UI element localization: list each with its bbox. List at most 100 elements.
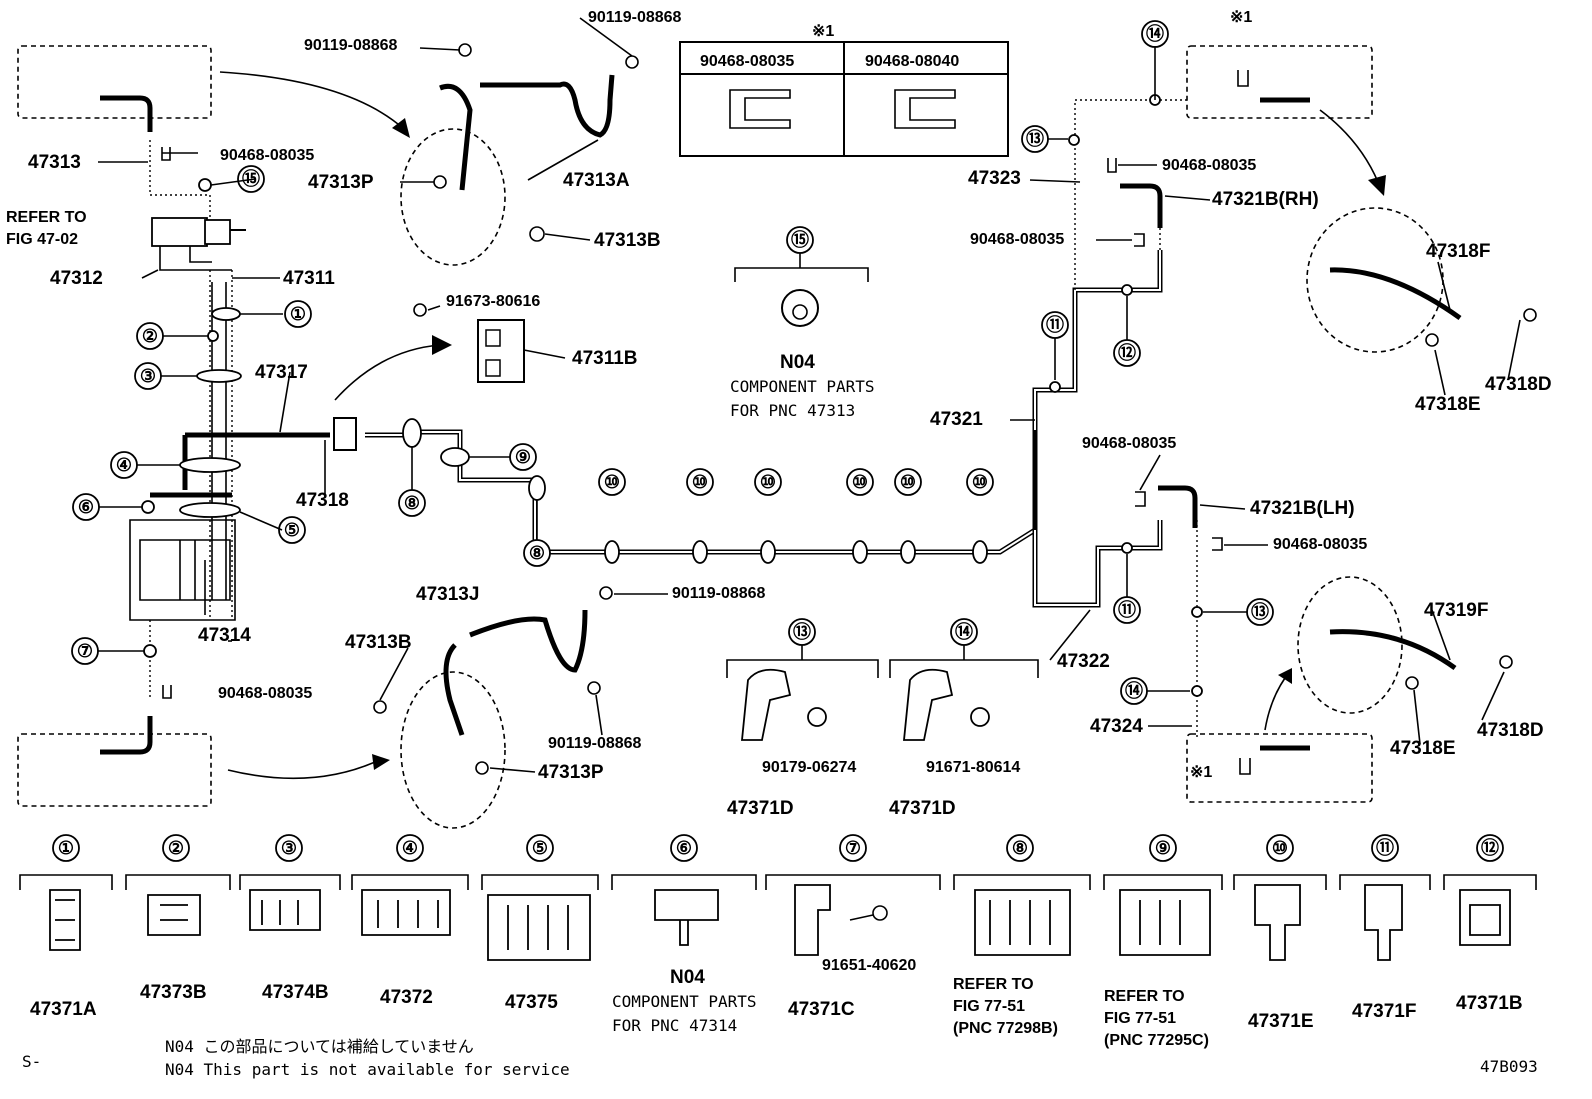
callout-c3: ③ xyxy=(134,362,162,390)
clamp-14b xyxy=(1191,685,1203,697)
bottom-part-7: ⑦ xyxy=(839,834,867,862)
fig-77-51-9: FIG 77-51 xyxy=(1104,1010,1176,1027)
flex-hose-47313J-b xyxy=(469,609,588,673)
arrow-bottom-left xyxy=(227,761,376,780)
n04-line1-15: COMPONENT PARTS xyxy=(730,377,875,396)
svg-text:⑩: ⑩ xyxy=(604,472,620,492)
label-p47321b-lh: 47321B(LH) xyxy=(1250,498,1355,519)
hose-top-left xyxy=(100,95,153,132)
label-p47318e-a: 47318E xyxy=(1415,394,1481,415)
callout-c10: ⑩ xyxy=(966,468,994,496)
detail-view-47313A xyxy=(400,128,506,266)
label-c90468-d: 90468-08035 xyxy=(1082,435,1176,452)
label-c90468-c: 90468-08035 xyxy=(970,231,1064,248)
svg-text:⑧: ⑧ xyxy=(404,493,420,513)
pnc-77295c: (PNC 77295C) xyxy=(1104,1032,1209,1049)
callout-c1: ① xyxy=(284,300,312,328)
wheel-area-bottom-right xyxy=(1186,733,1373,803)
bottom-part-label-4: 47372 xyxy=(380,987,433,1008)
svg-text:⑫: ⑫ xyxy=(1481,837,1499,858)
label-b91673: 91673-80616 xyxy=(446,293,540,310)
arrow-47311B xyxy=(334,344,441,401)
svg-text:⑩: ⑩ xyxy=(760,472,776,492)
callout-c2: ② xyxy=(136,322,164,350)
label-p47324: 47324 xyxy=(1090,716,1143,737)
hose-47321B-lh xyxy=(1158,485,1198,528)
callout-c8: ⑧ xyxy=(523,539,551,567)
label-p47321: 47321 xyxy=(930,409,983,430)
svg-text:②: ② xyxy=(142,326,158,346)
svg-text:⑭: ⑭ xyxy=(955,621,973,642)
clamps-10 xyxy=(604,540,988,564)
bottom-part-11: ⑪ xyxy=(1371,834,1399,862)
callout-c8: ⑧ xyxy=(398,489,426,517)
callout-c10: ⑩ xyxy=(894,468,922,496)
label-p47318: 47318 xyxy=(296,490,349,511)
svg-text:②: ② xyxy=(168,838,184,858)
main-line xyxy=(211,282,227,600)
clamp-7 xyxy=(143,644,157,658)
detail-view-47319F xyxy=(1297,576,1403,714)
svg-text:⑬: ⑬ xyxy=(1026,128,1044,149)
label-p47313: 47313 xyxy=(28,152,81,173)
hose-47321B-rh xyxy=(1120,183,1163,228)
arrow-top-right xyxy=(1319,109,1379,183)
label-p47313p-a: 47313P xyxy=(308,172,374,193)
svg-text:④: ④ xyxy=(402,838,418,858)
svg-text:⑩: ⑩ xyxy=(1272,838,1288,858)
callout-c10: ⑩ xyxy=(754,468,782,496)
note-jp: N04 この部品については補給していません xyxy=(165,1037,474,1056)
svg-text:③: ③ xyxy=(140,366,156,386)
clamp-4 xyxy=(179,457,241,473)
svg-text:⑧: ⑧ xyxy=(1012,838,1028,858)
label-p47311b: 47311B xyxy=(572,348,638,369)
n04-pnc-47314: FOR PNC 47314 xyxy=(612,1016,737,1035)
label-p47321b-rh: 47321B(RH) xyxy=(1212,189,1319,210)
svg-text:③: ③ xyxy=(281,838,297,858)
line-dotted-right xyxy=(1074,99,1198,740)
clip-variant-table xyxy=(679,41,1009,157)
svg-text:⑫: ⑫ xyxy=(1118,342,1136,363)
master-cyl-bracket xyxy=(129,519,236,621)
svg-text:⑬: ⑬ xyxy=(793,621,811,642)
svg-text:⑪: ⑪ xyxy=(1118,599,1136,620)
label-b90179: 90179-06274 xyxy=(762,759,856,776)
clamp-14-group xyxy=(889,659,1039,741)
bottom-parts-shapes xyxy=(49,884,1511,961)
svg-text:⑩: ⑩ xyxy=(692,472,708,492)
bottom-part-10: ⑩ xyxy=(1266,834,1294,862)
flex-hose-47319F xyxy=(1329,629,1457,671)
clamp-12 xyxy=(1121,284,1133,296)
flex-hose-47313A-a xyxy=(439,83,473,191)
n04-code-6: N04 xyxy=(670,967,705,988)
callout-c11: ⑪ xyxy=(1113,596,1141,624)
leaders-layer xyxy=(98,17,1521,773)
wheel-area-top-right xyxy=(1186,45,1373,119)
svg-text:⑪: ⑪ xyxy=(1376,837,1394,858)
fig-77-51-8: FIG 77-51 xyxy=(953,998,1025,1015)
svg-text:⑩: ⑩ xyxy=(972,472,988,492)
callout-c14: ⑭ xyxy=(1120,677,1148,705)
n04-line1-6: COMPONENT PARTS xyxy=(612,992,757,1011)
bottom-parts-brackets xyxy=(19,874,1537,890)
label-c90468-f: 90468-08035 xyxy=(218,685,312,702)
bottom-part-4: ④ xyxy=(396,834,424,862)
bottom-part-2: ② xyxy=(162,834,190,862)
label-b90119-c: 90119-08868 xyxy=(672,585,766,602)
bracket-47311B xyxy=(477,319,525,383)
flex-hose-47313A-b xyxy=(480,74,615,138)
flex-hose-47313J-a xyxy=(443,643,465,736)
label-p47313j: 47313J xyxy=(416,584,479,605)
refer-to-47-02: REFER TO xyxy=(6,209,87,226)
clamp-3 xyxy=(196,369,242,383)
label-p47317: 47317 xyxy=(255,362,308,383)
label-b90119-b: 90119-08868 xyxy=(588,9,682,26)
callout-c10: ⑩ xyxy=(598,468,626,496)
mark-x1-top: ※1 xyxy=(1230,9,1252,26)
label-p47318d-b: 47318D xyxy=(1477,720,1544,741)
pnc-77298b: (PNC 77298B) xyxy=(953,1020,1058,1037)
bottom-part-label-3: 47374B xyxy=(262,982,329,1003)
label-b90119-d: 90119-08868 xyxy=(548,735,642,752)
label-p47312: 47312 xyxy=(50,268,103,289)
